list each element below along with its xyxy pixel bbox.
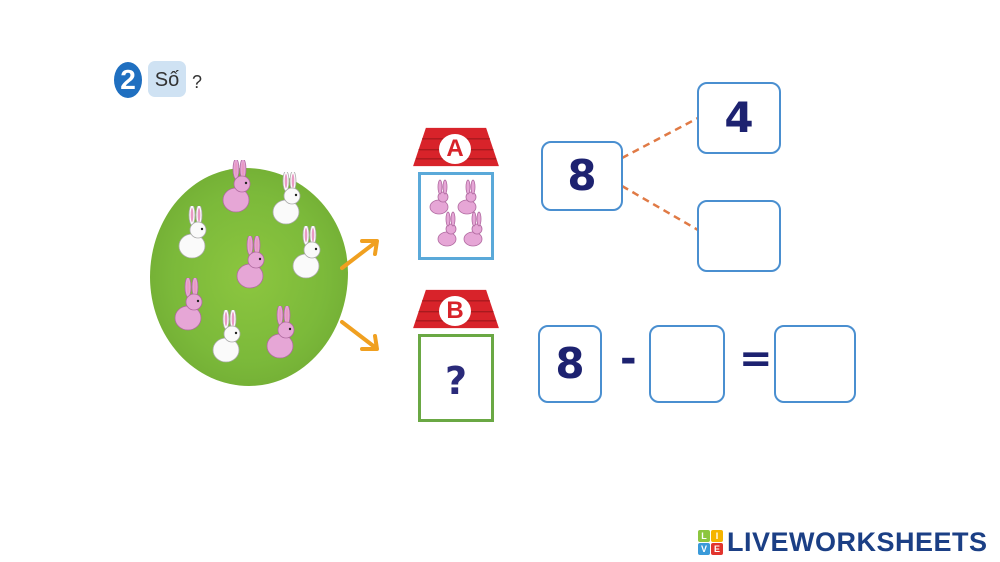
white-rabbit-icon (178, 204, 212, 264)
exercise-question-mark: ? (192, 72, 203, 92)
logo-tile-i: I (711, 529, 723, 542)
house-b-body: ? (418, 334, 494, 422)
house-a-body (418, 172, 494, 260)
liveworksheets-logo: L I V E LIVEWORKSHEETS (698, 526, 988, 557)
logo-tile-l: L (698, 529, 710, 542)
logo-text: LIVEWORKSHEETS (727, 526, 988, 557)
bond-part1-box: 4 (697, 82, 781, 154)
house-a-roof: A (409, 126, 503, 172)
house-a-letter: A (439, 134, 471, 164)
bond-whole-box: 8 (541, 141, 623, 211)
house-b-roof: B (409, 288, 503, 334)
equation-minus-sign: - (620, 336, 637, 382)
house-a-rabbits-icon (429, 179, 483, 247)
white-rabbit-icon (272, 170, 306, 230)
logo-tiles-icon: L I V E (698, 529, 723, 555)
bond-part2-answer-input[interactable] (697, 200, 781, 272)
logo-tile-v: V (698, 542, 710, 555)
arrow-to-house-b-icon (340, 318, 382, 354)
equation-subtrahend-answer-input[interactable] (649, 325, 725, 403)
equation-equals-sign: = (739, 336, 773, 382)
house-b-question-mark: ? (444, 359, 468, 403)
pink-rabbit-icon (236, 234, 270, 294)
logo-tile-e: E (711, 542, 723, 555)
pink-rabbit-icon (174, 276, 208, 336)
bond-dashed-lines (621, 116, 699, 232)
white-rabbit-icon (212, 308, 246, 368)
equation-result-answer-input[interactable] (774, 325, 856, 403)
house-b-letter: B (439, 296, 471, 326)
equation-minuend-box: 8 (538, 325, 602, 403)
arrow-to-house-a-icon (340, 236, 382, 272)
pink-rabbit-icon (222, 158, 256, 218)
white-rabbit-icon (292, 224, 326, 284)
exercise-number-badge: 2 (114, 62, 142, 98)
exercise-label: Số (148, 61, 186, 97)
pink-rabbit-icon (266, 304, 300, 364)
